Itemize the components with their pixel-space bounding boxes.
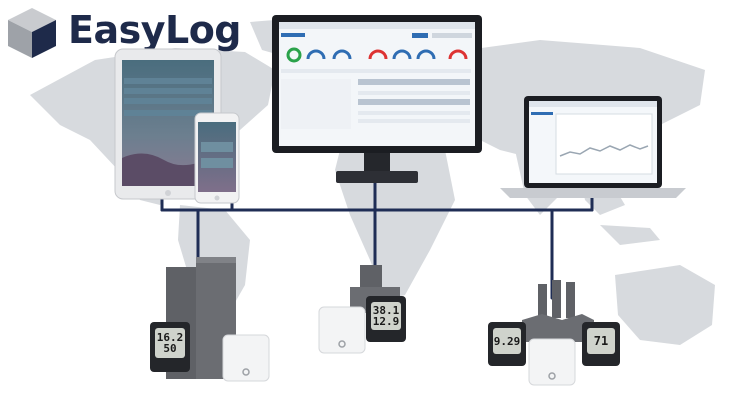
cube-logo-icon bbox=[8, 8, 56, 58]
logger-mid-line1: 38.1 bbox=[372, 304, 400, 317]
logger-right-b-display: 71 bbox=[587, 328, 615, 354]
phone-device bbox=[194, 112, 240, 204]
wireless-sensor bbox=[528, 338, 576, 386]
logger-right-a-display: 9.29 bbox=[493, 328, 521, 354]
brand-name: EasyLog bbox=[68, 8, 242, 52]
laptop-device bbox=[500, 96, 686, 198]
logger-left-line1: 16.2 bbox=[156, 331, 184, 344]
logger-mid-display: 38.1 12.9 bbox=[371, 302, 401, 330]
wireless-sensor bbox=[318, 306, 366, 354]
wireless-sensor bbox=[222, 334, 270, 382]
factory-building bbox=[522, 280, 594, 342]
desktop-monitor bbox=[272, 15, 482, 183]
logger-mid-line2: 12.9 bbox=[372, 315, 400, 328]
logger-left-display: 16.2 50 bbox=[155, 328, 185, 358]
logger-right-b-line1: 71 bbox=[593, 334, 609, 348]
logger-right-a-line1: 9.29 bbox=[493, 334, 521, 348]
logger-left-line2: 50 bbox=[163, 342, 177, 355]
